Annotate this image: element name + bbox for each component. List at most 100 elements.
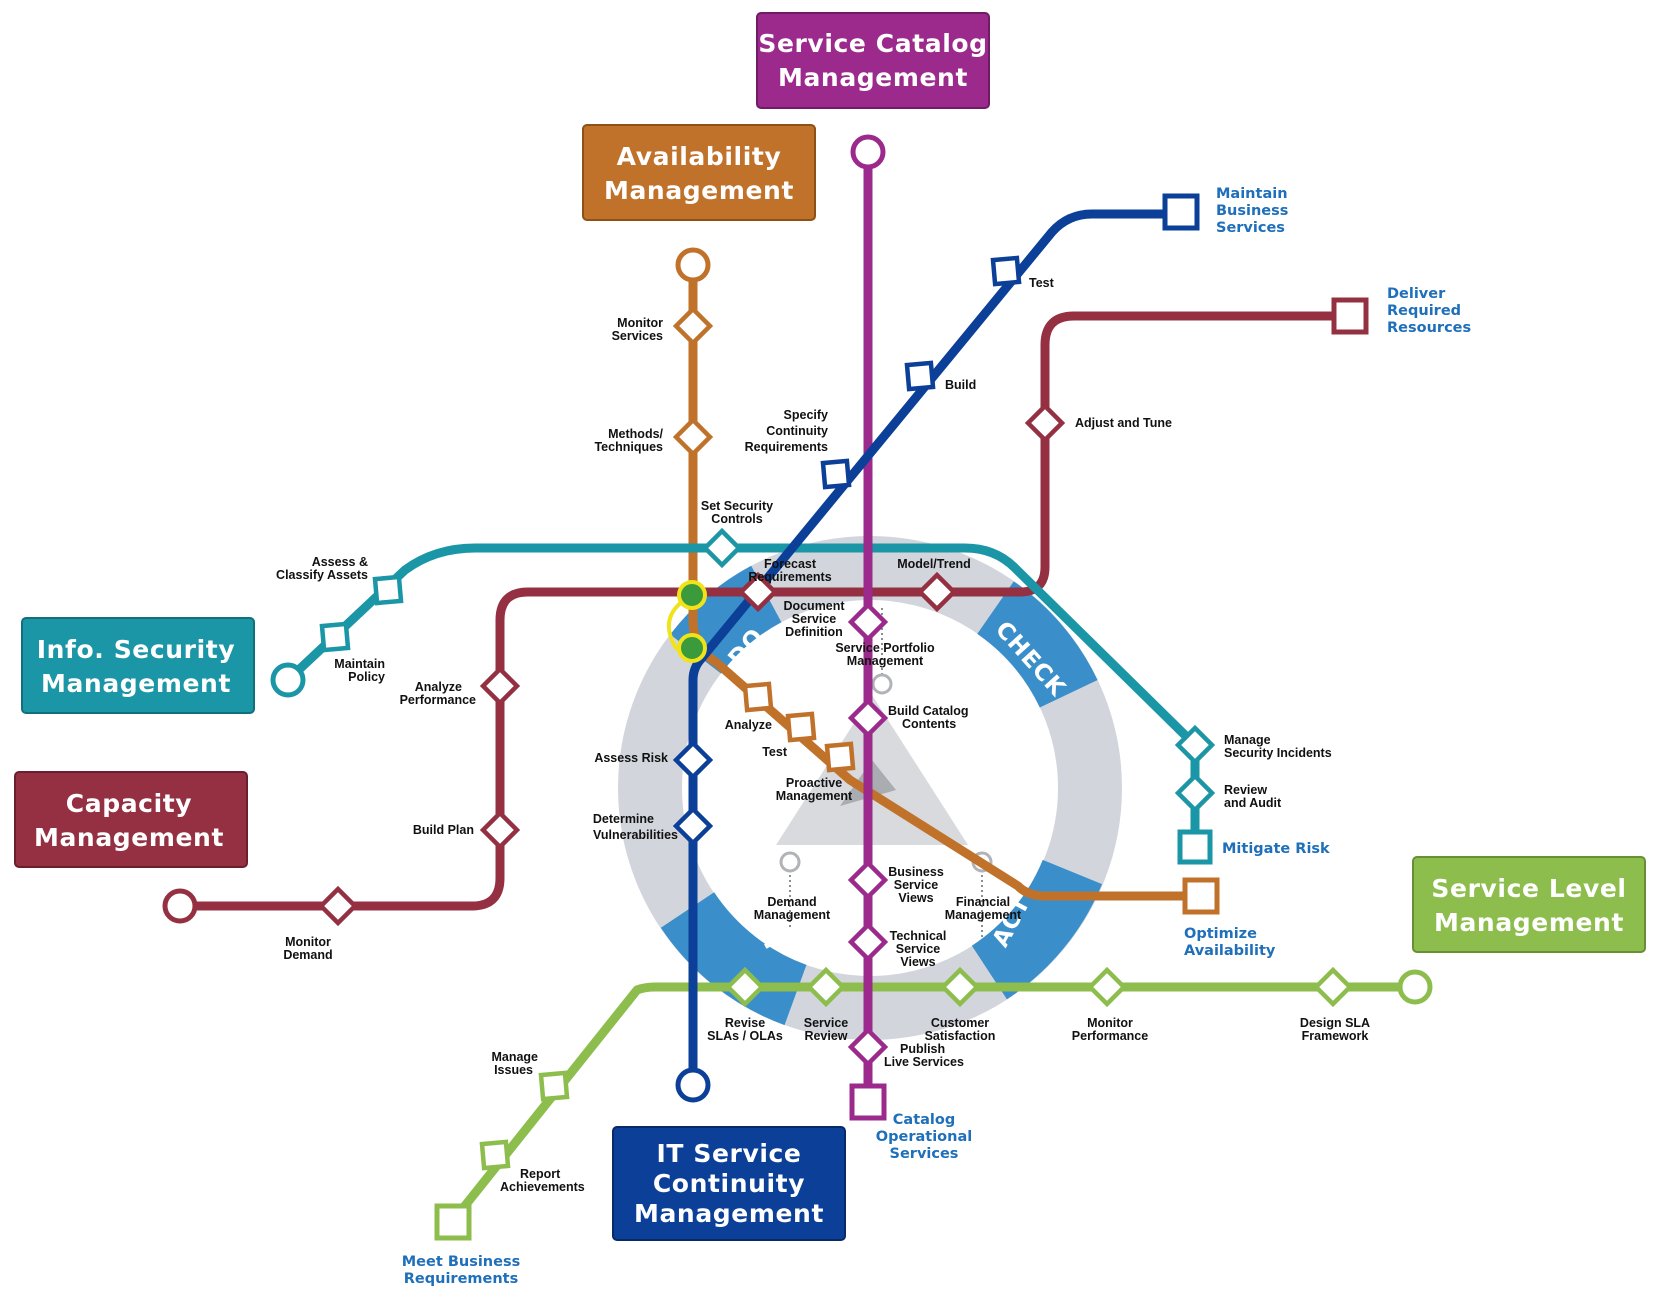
service-catalog-end-square	[849, 1083, 887, 1121]
stop-monitor-demand	[317, 885, 359, 927]
box-availability: Availability Management	[582, 124, 816, 221]
stop-proactive-management	[824, 741, 856, 773]
interchange-node-upper	[677, 580, 707, 610]
box-info-security-line1: Info. Security	[37, 635, 235, 664]
label-assess-classify-assets: Assess &Classify Assets	[276, 555, 368, 582]
stop-publish-live-services	[847, 1026, 889, 1068]
label-model-trend: Model/Trend	[897, 557, 971, 571]
label-test-availability: Test	[762, 745, 788, 759]
box-capacity: Capacity Management	[14, 771, 248, 868]
info-security-start-terminal	[270, 662, 306, 698]
stop-business-service-views	[847, 859, 889, 901]
triangle-node-left	[779, 851, 801, 873]
service-level-end-square	[434, 1203, 472, 1241]
box-availability-line2: Management	[604, 176, 794, 205]
stop-analyze	[742, 681, 774, 713]
stop-forecast-requirements	[737, 571, 779, 613]
stop-analyze-performance	[479, 665, 521, 707]
capacity-end-square	[1331, 297, 1369, 335]
stop-test-continuity	[990, 255, 1022, 287]
cycle-segment-act	[971, 859, 1102, 1000]
interchange-node-lower	[677, 633, 707, 663]
stop-determine-vulnerabilities	[672, 805, 714, 847]
stop-test-availability	[785, 711, 817, 743]
stop-monitor-performance	[1086, 966, 1128, 1008]
availability-start-terminal	[675, 247, 711, 283]
stop-technical-service-views	[847, 921, 889, 963]
box-service-catalog-line1: Service Catalog	[758, 29, 987, 58]
stop-customer-satisfaction	[939, 966, 981, 1008]
box-service-catalog: Service Catalog Management	[756, 12, 990, 109]
stop-methods-techniques	[672, 416, 714, 458]
stop-model-trend	[916, 571, 958, 613]
label-assess-risk: Assess Risk	[594, 751, 668, 765]
box-continuity-line1: IT Service	[657, 1139, 802, 1168]
triangle-node-top	[871, 673, 893, 695]
box-capacity-line2: Management	[34, 823, 224, 852]
stop-monitor-services	[672, 305, 714, 347]
box-service-level: Service Level Management	[1412, 856, 1646, 953]
box-continuity-line3: Management	[634, 1199, 824, 1228]
stop-build-catalog-contents	[847, 697, 889, 739]
stop-build	[904, 360, 936, 392]
pyramid-shade	[872, 760, 904, 800]
service-level-line	[447, 982, 1420, 1227]
stop-build-plan	[479, 809, 521, 851]
box-service-catalog-line2: Management	[778, 63, 968, 92]
stop-assess-classify-assets	[372, 574, 404, 606]
stop-design-sla-framework	[1312, 966, 1354, 1008]
label-adjust-and-tune: Adjust and Tune	[1075, 416, 1172, 430]
info-security-end-square	[1177, 829, 1213, 865]
label-analyze: Analyze	[725, 718, 772, 732]
service-level-start-terminal	[1397, 969, 1433, 1005]
box-info-security: Info. Security Management	[21, 617, 255, 714]
box-capacity-line1: Capacity	[66, 789, 192, 818]
label-build: Build	[945, 378, 976, 392]
box-info-security-line2: Management	[41, 669, 231, 698]
availability-end-square	[1182, 877, 1220, 915]
stop-revise-slas	[724, 966, 766, 1008]
stop-manage-issues	[538, 1070, 570, 1102]
stop-manage-security-incidents	[1174, 724, 1216, 766]
stop-maintain-policy	[319, 621, 351, 653]
continuity-end-square	[1162, 193, 1200, 231]
label-mitigate-risk: Mitigate Risk	[1222, 841, 1330, 857]
stop-document-service-definition	[847, 601, 889, 643]
stop-adjust-and-tune	[1024, 402, 1066, 444]
stop-specify-continuity	[820, 458, 852, 490]
label-build-plan: Build Plan	[413, 823, 474, 837]
continuity-start-terminal	[675, 1067, 711, 1103]
cycle-segment-check	[976, 581, 1098, 709]
capacity-start-terminal	[162, 888, 198, 924]
box-continuity-line2: Continuity	[653, 1169, 805, 1198]
stop-service-review	[805, 966, 847, 1008]
box-service-level-line2: Management	[1434, 908, 1624, 937]
